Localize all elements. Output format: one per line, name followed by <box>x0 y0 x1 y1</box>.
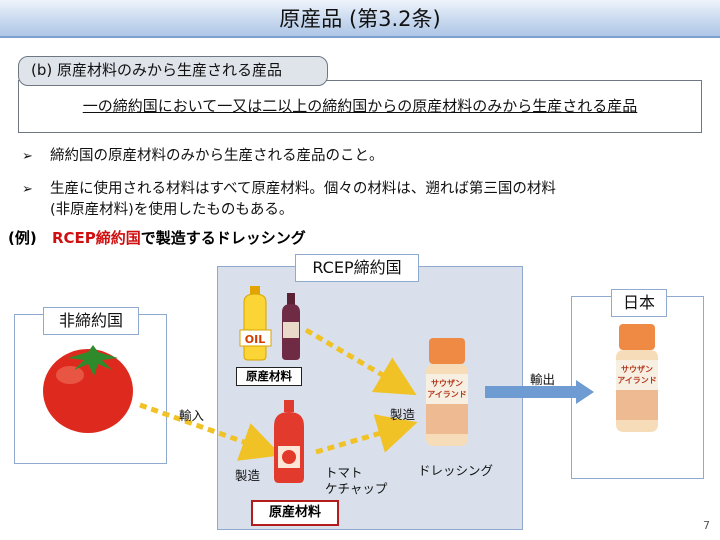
dressing-bottle-japan-icon <box>616 324 658 432</box>
material-to-dressing-arrow <box>304 327 417 396</box>
dressing-japan-brand-line2: アイランド <box>617 376 657 385</box>
dressing-brand-line1: サウザン <box>431 379 463 388</box>
title-bar <box>0 0 720 38</box>
non-party-label: 非締約国 <box>43 307 139 335</box>
dressing-japan-brand-line1: サウザン <box>621 365 653 374</box>
ketchup-label-line1: トマト <box>325 465 363 480</box>
oil-bottle-icon <box>239 286 272 361</box>
manufacture-label-dressing: 製造 <box>390 407 416 422</box>
import-arrow <box>139 402 282 461</box>
ketchup-bottle-icon <box>274 400 304 483</box>
bullet-arrow-icon: ➢ <box>22 182 33 197</box>
example-highlight: RCEP締約国 <box>51 229 141 247</box>
ketchup-to-dressing-arrow <box>315 414 418 455</box>
export-label: 輸出 <box>530 372 556 387</box>
example-prefix: (例) <box>8 229 37 247</box>
section-tab-label: (b) 原産材料のみから生産される産品 <box>18 56 328 86</box>
bullet-text-continued: (非原産材料)を使用したものもある。 <box>50 202 294 218</box>
rcep-label: RCEP締約国 <box>295 254 419 282</box>
dressing-bottle-icon <box>426 338 468 446</box>
oil-label: OIL <box>245 333 265 346</box>
bullet-arrow-icon: ➢ <box>22 149 33 164</box>
tomato-icon <box>43 345 133 433</box>
material-label-red: 原産材料 <box>251 500 339 526</box>
japan-label: 日本 <box>611 289 667 317</box>
vinegar-bottle-icon <box>282 293 300 360</box>
export-arrow <box>485 380 594 404</box>
manufacture-label-ketchup: 製造 <box>235 468 261 483</box>
import-label: 輸入 <box>179 408 205 423</box>
page-number: 7 <box>703 519 710 532</box>
bullet-text: 締約国の原産材料のみから生産される産品のこと。 <box>50 148 384 164</box>
example-heading: (例) RCEP締約国で製造するドレッシング <box>8 227 306 248</box>
page-title: 原産品 (第3.2条) <box>279 7 441 31</box>
dressing-brand-line2: アイランド <box>427 390 467 399</box>
rcep-box <box>217 266 523 530</box>
ketchup-label-line2: ケチャップ <box>325 481 388 496</box>
example-suffix: で製造するドレッシング <box>140 229 306 247</box>
definition-text: 一の締約国において一又は二以上の締約国からの原産材料のみから生産される産品 <box>82 97 638 115</box>
bullet-text: 生産に使用される材料はすべて原産材料。個々の材料は、遡れば第三国の材料 <box>50 181 556 197</box>
dressing-label: ドレッシング <box>418 463 494 478</box>
material-label-small: 原産材料 <box>236 367 302 386</box>
definition-box: 一の締約国において一又は二以上の締約国からの原産材料のみから生産される産品 <box>18 80 702 133</box>
